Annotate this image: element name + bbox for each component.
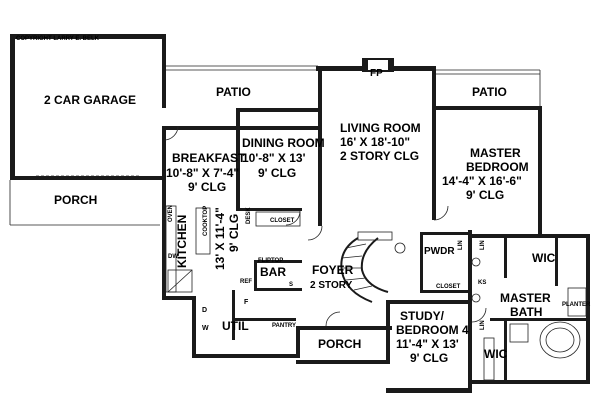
util-label: UTIL (222, 319, 249, 333)
pwdr-label: PWDR (424, 246, 455, 257)
walls (9, 34, 590, 393)
patio-left-label: PATIO (216, 85, 251, 99)
study-dims: 11'-4" X 13' (396, 337, 459, 351)
lin2-label: LIN (480, 240, 486, 250)
ks-label: KS (478, 280, 486, 286)
foyer-clg: 2 STORY (310, 280, 353, 291)
porch-left-label: PORCH (54, 193, 97, 207)
pantry-label: PANTRY (272, 323, 296, 329)
kitchen-dims: 13' X 11'-4" (213, 207, 227, 270)
study-clg: 9' CLG (410, 351, 448, 365)
master-bedroom-name-2: BEDROOM (466, 160, 529, 174)
living-room-name: LIVING ROOM (340, 121, 421, 135)
closet-dining-label: CLOSET (270, 218, 295, 224)
breakfast-dims: 10'-8" X 7'-4" (166, 166, 239, 180)
wic-top-label: WIC (532, 251, 556, 265)
living-room-clg: 2 STORY CLG (340, 149, 419, 163)
dining-room-dims: 10'-8" X 13' (242, 151, 306, 165)
master-bedroom-clg: 9' CLG (466, 188, 504, 202)
lin3-label: LIN (480, 320, 486, 330)
dining-room-name: DINING ROOM (242, 136, 325, 150)
kitchen-name: KITCHEN (175, 215, 189, 268)
dw-label: DW (168, 254, 178, 260)
porch-front-label: PORCH (318, 337, 361, 351)
fireplace-label: FP (370, 68, 383, 79)
oven-label: OVEN (168, 205, 174, 222)
lin1-label: LIN (458, 240, 464, 250)
master-bath-name-2: BATH (510, 305, 542, 319)
patio-right-label: PATIO (472, 85, 507, 99)
garage-label: 2 CAR GARAGE (44, 93, 136, 107)
master-bedroom-name-1: MASTER (470, 146, 521, 160)
wic-bottom-label: WIC (484, 347, 508, 361)
dining-room-clg: 9' CLG (258, 166, 296, 180)
bar-label: BAR (260, 265, 286, 279)
breakfast-name: BREAKFAST (172, 151, 246, 165)
copyright-text: COPYRIGHT LARRY E. BELK (16, 36, 100, 42)
master-bedroom-dims: 14'-4" X 16'-6" (442, 174, 522, 188)
closet-hall-label: CLOSET (436, 284, 461, 290)
s-label: S (289, 282, 293, 288)
master-bath-name-1: MASTER (500, 291, 551, 305)
labels: COPYRIGHT LARRY E. BELK 2 CAR GARAGE PAT… (16, 36, 591, 365)
foyer-name: FOYER (312, 263, 354, 277)
f-label: F (244, 299, 249, 306)
cooktop-label: COOKTOP (203, 206, 209, 236)
breakfast-clg: 9' CLG (188, 180, 226, 194)
planter-label: PLANTER (562, 302, 591, 308)
living-room-dims: 16' X 18'-10" (340, 135, 410, 149)
study-name-2: BEDROOM 4 (396, 323, 469, 337)
d-label: D (202, 307, 207, 314)
study-name-1: STUDY/ (400, 309, 445, 323)
w-label: W (202, 325, 209, 332)
kitchen-clg: 9' CLG (227, 214, 241, 252)
ref-label: REF (240, 279, 252, 285)
fliptop-label: FLIPTOP (258, 258, 283, 264)
fixtures (36, 125, 587, 381)
desk-label: DESK (246, 207, 252, 224)
